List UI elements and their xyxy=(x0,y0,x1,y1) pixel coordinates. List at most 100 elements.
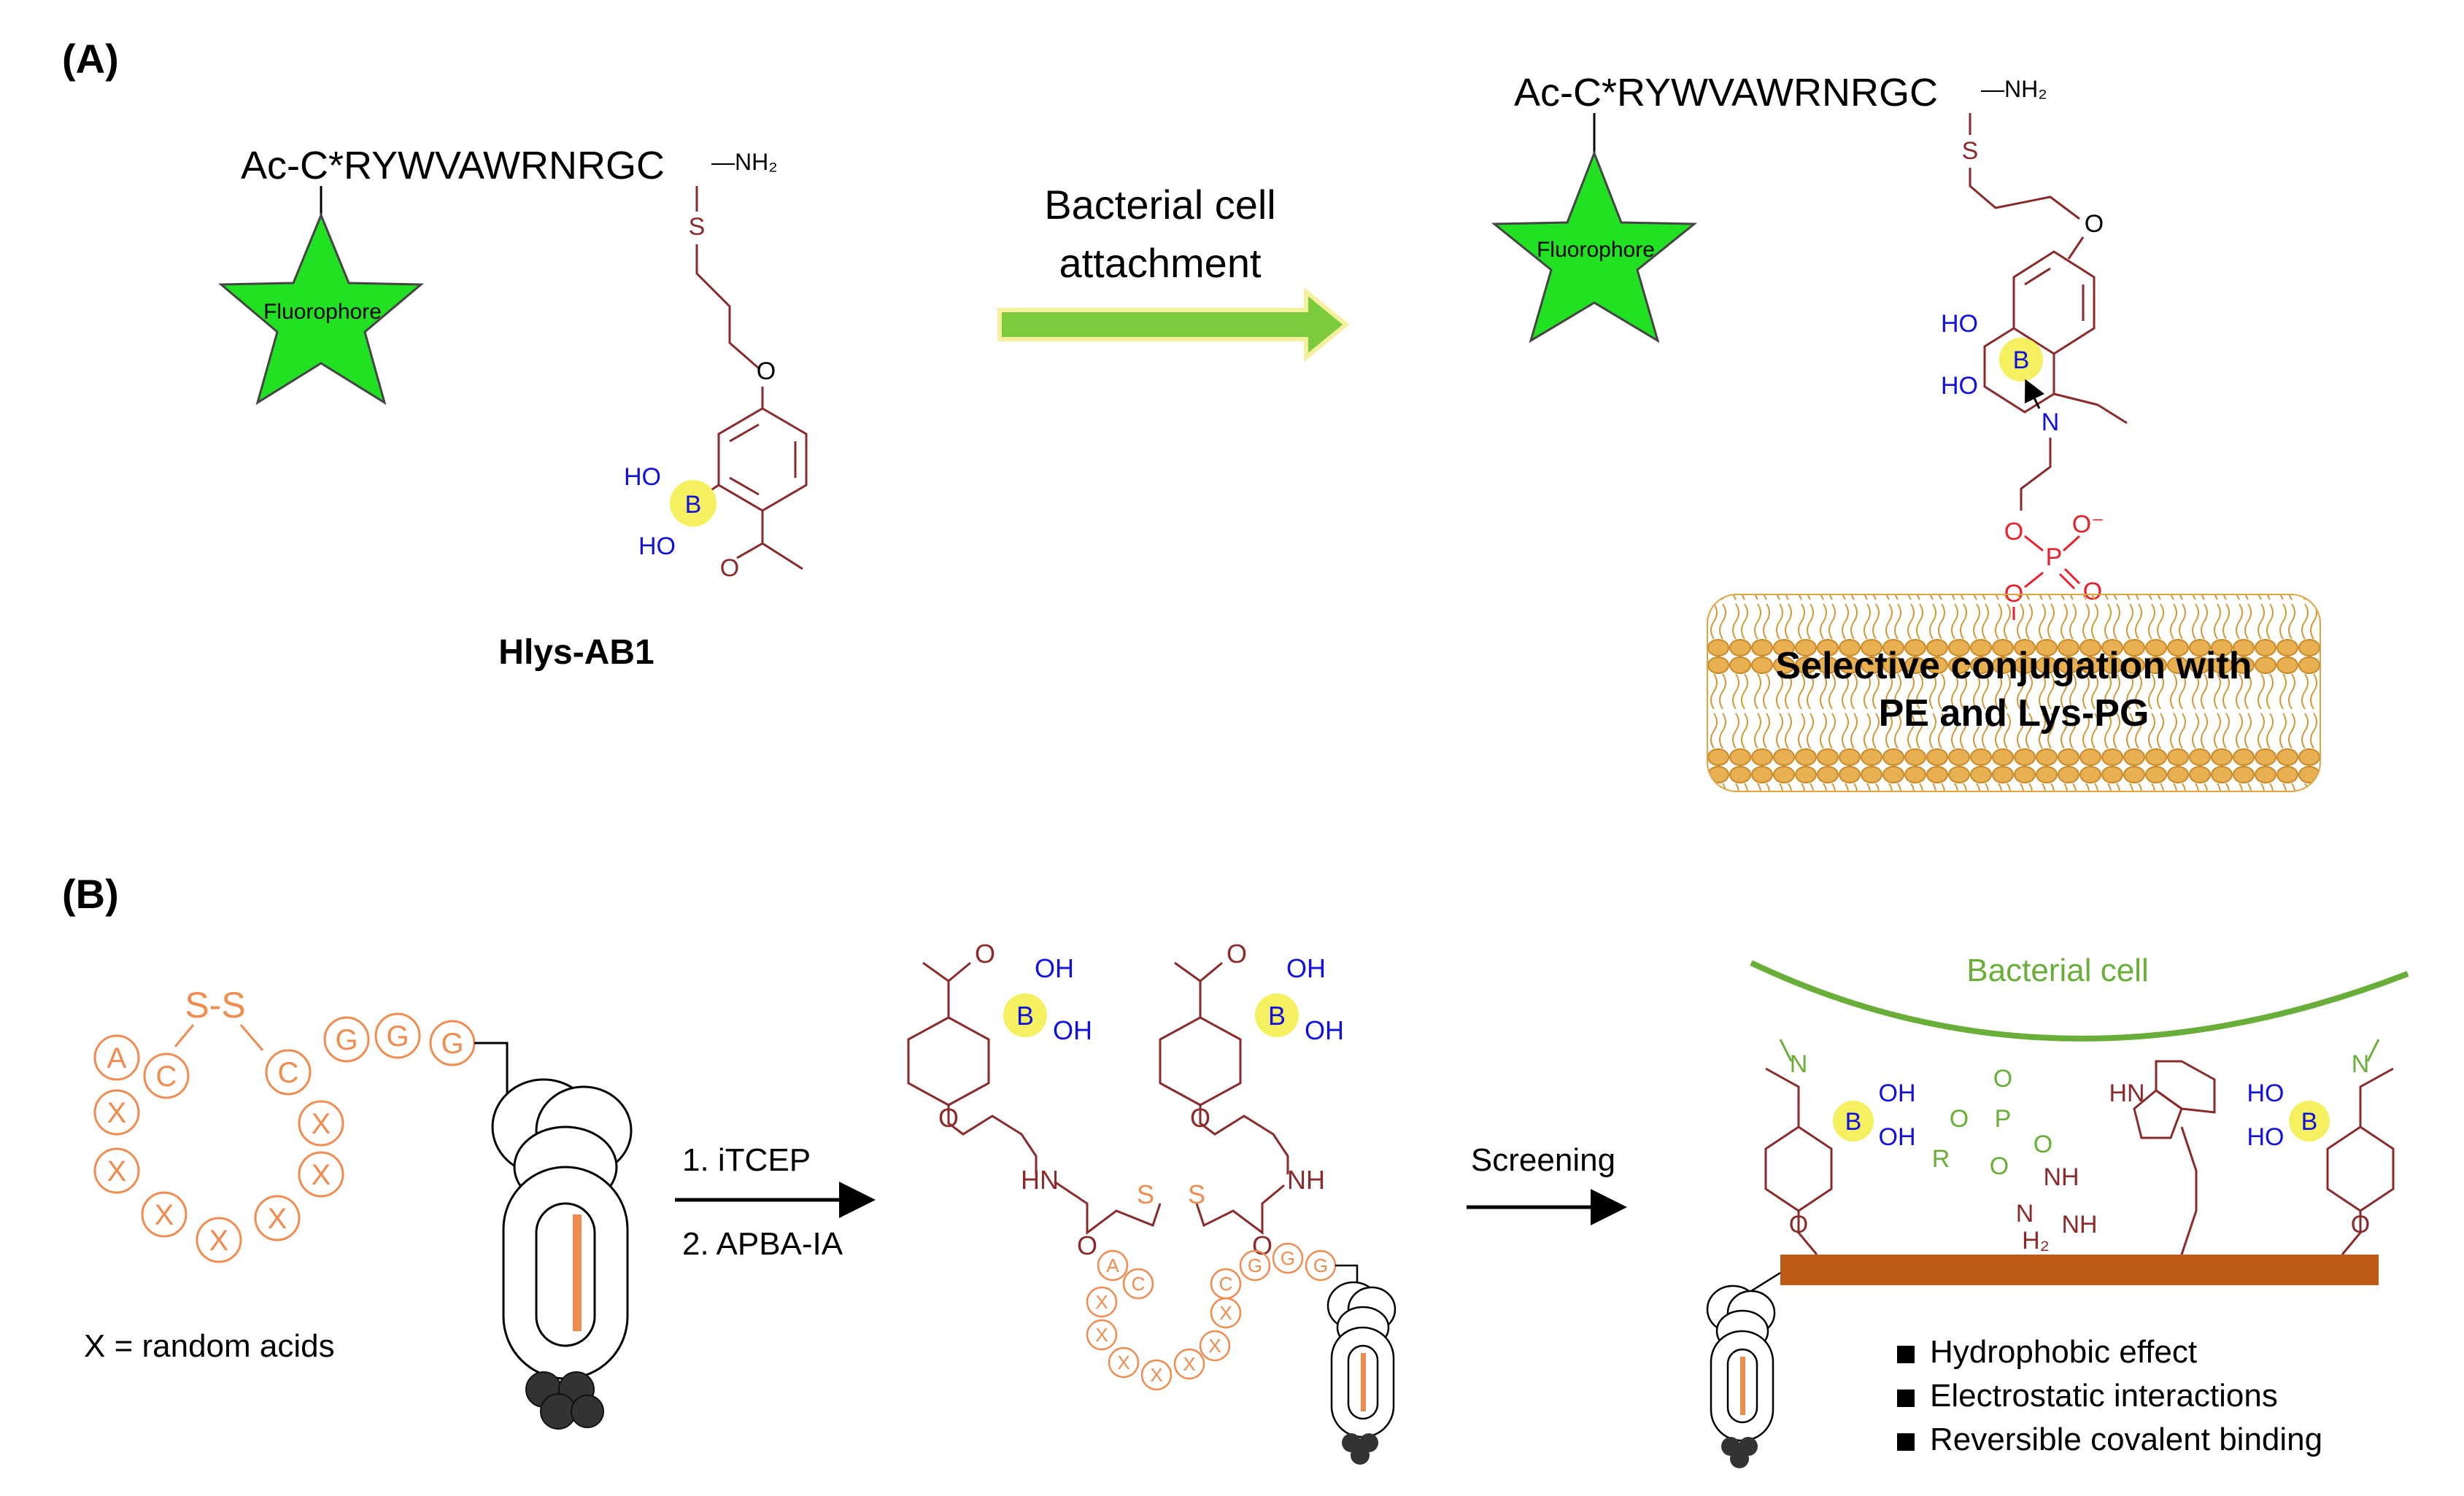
residue-a xyxy=(93,1034,140,1081)
hydroxyl-bottom-left: HO xyxy=(638,532,676,560)
ring-ether-bond-right xyxy=(2067,236,2085,260)
phosphorus-r: P xyxy=(1995,1105,2012,1133)
phage-gene-bar-right xyxy=(1740,1357,1745,1415)
ring-right-panel-1 xyxy=(1764,1125,1833,1212)
lipid-bilayer-membrane: Selective conjugation with PE and Lys-PG xyxy=(1707,594,2321,792)
hydroxyl-top-right: HO xyxy=(1941,310,1978,338)
fluorophore-star-left xyxy=(217,212,425,406)
apba-ring-1 xyxy=(907,1016,990,1107)
boron-highlight-r2 xyxy=(2289,1101,2330,1142)
panel-b-label: (B) xyxy=(62,871,119,917)
boron-mid1: B xyxy=(1016,1001,1034,1031)
fluorophore-label-left: Fluorophore xyxy=(263,300,382,324)
residue-x6 xyxy=(298,1151,344,1198)
boron-r2: B xyxy=(2301,1108,2318,1136)
boron-highlight-mid2 xyxy=(1255,993,1299,1037)
membrane-label-line1: Selective conjugation with xyxy=(1776,645,2252,687)
phosphate-o-minus: O⁻ xyxy=(2072,511,2104,538)
imine-nitrogen: N xyxy=(2042,408,2060,436)
membrane-label-line2: PE and Lys-PG xyxy=(1879,692,2150,735)
amide-hn: HN xyxy=(1021,1165,1059,1195)
apba-labels: O B OH OH O HN O S O B OH OH O NH O S xyxy=(938,939,1344,1260)
propyl-chain-left xyxy=(695,244,760,370)
nh2-terminus-right: —NH₂ xyxy=(1981,76,2047,102)
mid-g2: G xyxy=(1281,1247,1295,1269)
step2-label: 2. APBA-IA xyxy=(682,1226,843,1262)
sulfur-mid2: S xyxy=(1188,1179,1205,1209)
indole-link xyxy=(2180,1126,2198,1255)
bullet-3-text: Reversible covalent binding xyxy=(1930,1422,2322,1457)
bacterial-cell-label: Bacterial cell xyxy=(1966,953,2148,988)
phosphate-o-bottom: O xyxy=(1990,1152,2009,1180)
residue-a-label: A xyxy=(107,1042,127,1074)
residue-g2 xyxy=(374,1012,421,1059)
residue-g3-label: G xyxy=(441,1028,463,1060)
guanidine-nh-2: NH xyxy=(2061,1211,2097,1239)
oh-r2-top: HO xyxy=(2247,1080,2285,1107)
benzene-inner-3 xyxy=(729,476,760,496)
peptide-sequence-left: Ac-C*RYWVAWRNRGC xyxy=(241,144,665,187)
carbonyl-bond-left xyxy=(736,542,763,559)
ether-o-mid1: O xyxy=(938,1103,959,1133)
mid-x1: X xyxy=(1095,1291,1108,1313)
phage-tail-right xyxy=(1721,1437,1758,1468)
phage-surface-bar xyxy=(1780,1255,2379,1285)
ether-o-mid2: O xyxy=(1190,1103,1210,1133)
mid-c1: C xyxy=(1132,1273,1146,1295)
green-arrow-shape xyxy=(997,287,1350,363)
residue-c1-label: C xyxy=(156,1061,177,1093)
compound-name: Hlys-AB1 xyxy=(498,633,654,672)
disulfide-bond-right xyxy=(239,1024,264,1051)
methyl-bond-right xyxy=(2097,403,2128,425)
phage-particle-left xyxy=(491,1078,633,1380)
interaction-bullet-list: Hydrophobic effect Electrostatic interac… xyxy=(1897,1334,2322,1457)
carbonyl-o-1: O xyxy=(975,939,995,969)
ring-right-inner-2 xyxy=(2024,267,2051,286)
linker-1 xyxy=(947,1105,1038,1174)
residue-x7 xyxy=(298,1100,344,1147)
boron-atom-right: B xyxy=(2013,346,2030,374)
amide-nh: NH xyxy=(1287,1165,1325,1195)
residue-x3 xyxy=(141,1191,188,1238)
residue-x2-label: X xyxy=(107,1155,127,1187)
r-group: R xyxy=(1932,1145,1950,1173)
acetyl-1 xyxy=(922,961,950,1018)
mid-c2: C xyxy=(1219,1273,1233,1295)
phage-tether-right xyxy=(1750,1271,1781,1292)
screening-arrow: Screening xyxy=(1467,1142,1627,1225)
o-right-panel-1: O xyxy=(1789,1211,1808,1239)
mid-x5: X xyxy=(1183,1353,1195,1375)
oh-mid2-top: OH xyxy=(1286,953,1326,983)
residue-x2 xyxy=(93,1147,140,1194)
benzene-ring-left xyxy=(717,407,808,512)
guanidine-nh-1: NH xyxy=(2043,1163,2079,1191)
boron-atom-left: B xyxy=(685,491,702,519)
modification-step-arrow: 1. iTCEP 2. APBA-IA xyxy=(675,1142,876,1262)
residue-x1-label: X xyxy=(107,1097,127,1129)
n-cell-bond-right xyxy=(2366,1039,2380,1062)
indole-ring-6 xyxy=(2155,1060,2216,1114)
bacterial-cell-membrane-curve xyxy=(1750,960,2409,1042)
arrow-label-line2: attachment xyxy=(1059,240,1261,286)
po-bond-3 xyxy=(2063,567,2081,585)
boron-highlight-right xyxy=(1999,338,2043,381)
o-right-panel-2: O xyxy=(2351,1211,2370,1239)
amide-2 xyxy=(1195,1184,1285,1235)
po-bond-1 xyxy=(2024,535,2044,552)
bullet-3 xyxy=(1897,1433,1915,1451)
residue-x1 xyxy=(93,1089,140,1136)
residue-c2 xyxy=(265,1049,312,1096)
bound-conjugate-structure: Ac-C*RYWVAWRNRGC —NH₂ Fluorophore S O B … xyxy=(1491,71,2128,620)
ring-right-panel-2 xyxy=(2326,1125,2395,1212)
phosphate-o-r1: O xyxy=(1950,1105,1969,1133)
guanidine-n: N xyxy=(2016,1200,2034,1228)
mid-x7: X xyxy=(1219,1302,1232,1324)
hlys-ab1-structure: Ac-C*RYWVAWRNRGC —NH₂ Fluorophore S O B … xyxy=(217,144,808,672)
phage-gene-bar-left xyxy=(573,1214,582,1331)
ether-oxygen-right: O xyxy=(2085,210,2104,238)
cyclic-peptide-library: S-S A C C G G G X X X xyxy=(84,985,633,1430)
apba-ring-2 xyxy=(1159,1016,1242,1107)
mid-x4: X xyxy=(1150,1364,1162,1386)
bullet-2-text: Electrostatic interactions xyxy=(1930,1378,2278,1414)
